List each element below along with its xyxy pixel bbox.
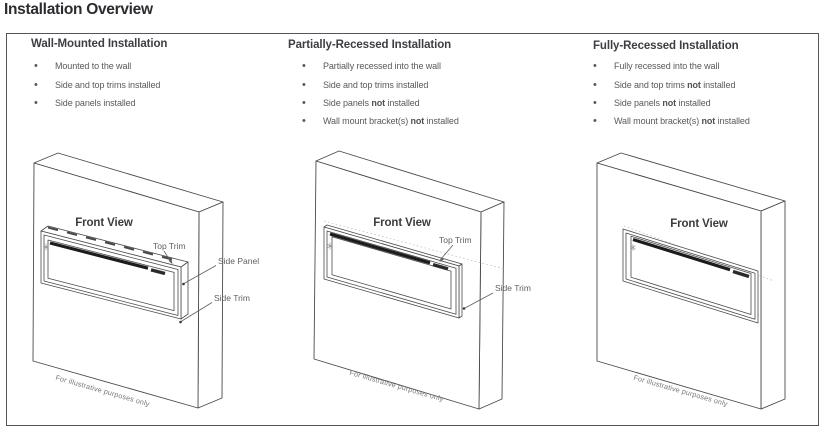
top-vents bbox=[47, 226, 173, 261]
unit-glass bbox=[630, 235, 752, 315]
list-item: Side panels not installed bbox=[593, 94, 750, 112]
unit-glass bbox=[47, 239, 175, 311]
list-item: Side and top trims installed bbox=[302, 75, 459, 93]
fireplace-unit bbox=[40, 225, 189, 320]
bullet-dot bbox=[34, 60, 55, 72]
heading-wall-mounted: Wall-Mounted Installation bbox=[31, 38, 168, 50]
front-view-label: Front View bbox=[75, 217, 133, 229]
bullet-dot bbox=[593, 79, 614, 91]
leader-arrow-icon bbox=[439, 257, 444, 262]
list-item: Side panels not installed bbox=[302, 94, 459, 112]
snowflake-icon bbox=[630, 244, 636, 251]
unit-front-face bbox=[40, 230, 182, 320]
bullet-dot bbox=[302, 79, 323, 91]
wall-side-face bbox=[478, 201, 505, 410]
control-panel bbox=[432, 262, 449, 271]
leader-dot-icon bbox=[179, 320, 182, 324]
bullet-text: Mounted to the wall bbox=[55, 61, 132, 72]
bullet-dot bbox=[593, 97, 614, 109]
bullet-text: Side panels not installed bbox=[614, 97, 711, 108]
callout-top-trim: Top Trim bbox=[153, 241, 186, 251]
bullet-dot bbox=[593, 115, 614, 127]
unit-trim-line bbox=[43, 234, 179, 316]
list-item: Side and top trims not installed bbox=[593, 75, 750, 93]
top-trim-leader-line bbox=[440, 244, 454, 260]
side-trim-leader-line bbox=[180, 302, 213, 322]
leader-dot-icon bbox=[462, 307, 466, 310]
bullet-text: Side and top trims not installed bbox=[614, 79, 736, 90]
heater-band bbox=[632, 237, 731, 272]
leader-arrow-icon bbox=[168, 259, 173, 265]
bullet-dot bbox=[302, 60, 323, 72]
unit-front-face bbox=[323, 226, 460, 319]
diagram-fully-recessed: Front View For illustrative purposes onl… bbox=[596, 152, 786, 410]
bullet-text: Fully recessed into the wall bbox=[614, 61, 720, 72]
bullet-list-fully-recessed: Fully recessed into the wall Side and to… bbox=[593, 57, 750, 131]
unit-side-panel bbox=[180, 261, 189, 320]
diagram-partially-recessed: Front View Top Trim Side Trim bbox=[313, 150, 531, 410]
snowflake-icon bbox=[43, 243, 49, 251]
bullet-text: Partially recessed into the wall bbox=[323, 61, 441, 72]
bullet-text: Wall mount bracket(s) not installed bbox=[614, 116, 750, 127]
heading-fully-recessed: Fully-Recessed Installation bbox=[593, 40, 739, 52]
wall-side-face bbox=[760, 200, 786, 410]
list-item: Wall mount bracket(s) not installed bbox=[593, 112, 750, 130]
callout-side-trim: Side Trim bbox=[214, 293, 250, 303]
unit-trim-line bbox=[326, 230, 457, 315]
control-panel bbox=[150, 268, 166, 276]
wall-side-face bbox=[197, 201, 224, 409]
installation-overview-panel: Wall-Mounted Installation Partially-Rece… bbox=[6, 33, 819, 426]
list-item: Side and top trims installed bbox=[34, 75, 160, 93]
bullet-dot bbox=[34, 97, 55, 109]
list-item: Wall mount bracket(s) not installed bbox=[302, 112, 459, 130]
bullet-text: Side and top trims installed bbox=[323, 79, 429, 90]
bullet-dot bbox=[302, 97, 323, 109]
unit-trim-line bbox=[625, 232, 756, 320]
list-item: Partially recessed into the wall bbox=[302, 57, 459, 75]
page-title: Installation Overview bbox=[4, 1, 153, 18]
bullet-dot bbox=[593, 60, 614, 72]
unit-front-face bbox=[622, 228, 759, 324]
bullet-text: Side panels installed bbox=[55, 97, 136, 108]
unit-side-face bbox=[458, 263, 463, 319]
heading-partially-recessed: Partially-Recessed Installation bbox=[288, 39, 452, 51]
fireplace-unit bbox=[622, 228, 759, 324]
unit-glass bbox=[331, 236, 452, 310]
bullet-list-partially-recessed: Partially recessed into the wall Side an… bbox=[302, 57, 459, 131]
list-item: Fully recessed into the wall bbox=[593, 57, 750, 75]
callout-side-panel: Side Panel bbox=[218, 256, 259, 266]
leader-dot-icon bbox=[182, 282, 185, 286]
bullet-dot bbox=[302, 115, 323, 127]
list-item: Side panels installed bbox=[34, 94, 160, 112]
bullet-list-wall-mounted: Mounted to the wall Side and top trims i… bbox=[34, 57, 160, 112]
side-trim-leader-line bbox=[464, 292, 494, 309]
control-panel bbox=[732, 269, 750, 279]
bullet-dot bbox=[34, 79, 55, 91]
side-panel-leader-line bbox=[183, 265, 217, 284]
callout-top-trim: Top Trim bbox=[439, 235, 472, 245]
snowflake-icon bbox=[327, 242, 333, 250]
bullet-text: Side panels not installed bbox=[323, 97, 420, 108]
list-item: Mounted to the wall bbox=[34, 57, 160, 75]
bullet-text: Side and top trims installed bbox=[55, 79, 161, 90]
front-view-label: Front View bbox=[670, 218, 728, 230]
diagram-wall-mounted: Front View bbox=[32, 152, 259, 409]
fireplace-unit bbox=[323, 224, 463, 319]
recess-hidden-line bbox=[323, 220, 505, 270]
heater-band bbox=[329, 232, 431, 265]
callout-side-trim: Side Trim bbox=[495, 283, 531, 293]
front-view-label: Front View bbox=[373, 217, 431, 229]
bullet-text: Wall mount bracket(s) not installed bbox=[323, 116, 459, 127]
heater-band bbox=[49, 241, 149, 270]
